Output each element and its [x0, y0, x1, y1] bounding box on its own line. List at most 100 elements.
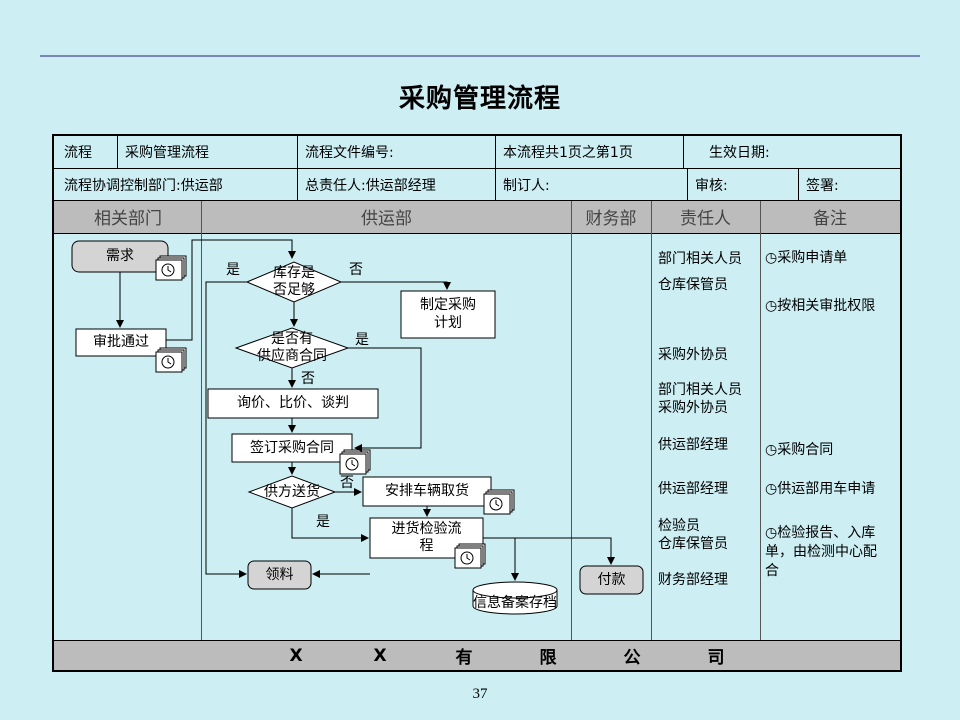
note-4-text: 供运部用车申请	[777, 481, 876, 497]
clock-icon: ◷	[765, 525, 778, 541]
inspect-label-1: 进货检验流	[391, 521, 462, 537]
column-header-divider	[52, 233, 902, 234]
contract-yes-label: 是	[355, 332, 369, 348]
note-2: ◷按相关审批权限	[765, 297, 875, 315]
col-sep-4	[760, 201, 761, 641]
page-title: 采购管理流程	[398, 84, 561, 114]
vehicle-node	[362, 476, 492, 507]
header-owner: 总责任人:供运部经理	[305, 177, 436, 194]
header-bottom-divider	[52, 200, 902, 201]
resp-7: 供运部经理	[658, 481, 728, 497]
contract-label-1: 是否有	[271, 331, 313, 347]
note-2-text: 按相关审批权限	[777, 298, 876, 314]
column-related-dept: 相关部门	[94, 209, 162, 229]
inquiry-node	[207, 388, 379, 419]
plan-label-1: 制定采购	[420, 297, 476, 313]
resp-8: 检验员	[658, 518, 700, 534]
column-finance-dept: 财务部	[585, 209, 637, 229]
header-coord-dept: 流程协调控制部门:供运部	[64, 177, 223, 194]
note-5: ◷检验报告、入库	[765, 524, 875, 542]
resp-1: 部门相关人员	[658, 251, 742, 267]
column-supply-dept: 供运部	[361, 209, 412, 229]
delivery-label: 供方送货	[264, 484, 320, 500]
payment-node	[579, 565, 644, 595]
note-4: ◷供运部用车申请	[765, 480, 875, 498]
note-3-text: 采购合同	[777, 442, 834, 458]
header-reviewer: 审核:	[695, 177, 728, 194]
resp-3: 采购外协员	[658, 347, 728, 363]
resp-5: 采购外协员	[658, 400, 728, 416]
stock-label-2: 否足够	[273, 282, 315, 298]
column-header-band	[54, 201, 900, 233]
vehicle-label: 安排车辆取货	[385, 483, 469, 499]
clock-icon: ◷	[765, 442, 778, 458]
resp-6: 供运部经理	[658, 437, 728, 453]
delivery-yes-label: 是	[316, 514, 330, 530]
col-sep-2	[571, 201, 572, 641]
note-6: 单，由检测中心配	[765, 544, 877, 560]
receive-node	[247, 560, 312, 590]
header-file-number: 流程文件编号:	[305, 145, 394, 161]
sign-node	[231, 433, 353, 463]
header-signer: 签署:	[806, 177, 839, 194]
header-process-label: 流程	[64, 145, 92, 161]
note-1: ◷采购申请单	[765, 249, 847, 267]
stock-no-label: 否	[349, 262, 363, 278]
resp-2: 仓库保管员	[658, 277, 728, 293]
sign-label: 签订采购合同	[250, 440, 334, 456]
footer-char-6: 司	[707, 648, 725, 668]
approve-label: 审批通过	[93, 334, 149, 350]
approve-doc-icon	[155, 347, 187, 373]
note-3: ◷采购合同	[765, 441, 833, 459]
footer-char-3: 有	[455, 648, 473, 668]
contract-no-label: 否	[301, 371, 315, 387]
stock-label-1: 库存是	[273, 265, 315, 281]
clock-icon: ◷	[765, 481, 778, 497]
resp-9: 仓库保管员	[658, 536, 728, 552]
note-1-text: 采购申请单	[777, 250, 848, 266]
footer-company: X X 有 限 公 司	[54, 641, 900, 670]
note-5-text: 检验报告、入库	[777, 525, 876, 541]
delivery-no-label: 否	[340, 475, 354, 491]
row1-divider-2	[297, 134, 298, 201]
header-row-divider	[52, 168, 902, 169]
receive-label: 领料	[265, 567, 294, 583]
demand-label: 需求	[106, 248, 134, 264]
inquiry-label: 询价、比价、谈判	[237, 395, 349, 411]
archive-label: 信息备案存档	[473, 595, 557, 611]
footer-char-5: 公	[623, 648, 641, 668]
header-drafter: 制订人:	[503, 177, 550, 194]
col-sep-1	[201, 201, 202, 641]
row2-divider-4	[687, 168, 688, 201]
row1-divider-1	[117, 134, 118, 168]
note-7: 合	[765, 563, 779, 579]
row2-divider-5	[798, 168, 799, 201]
header-process-name: 采购管理流程	[125, 145, 209, 161]
row1-divider-3	[495, 134, 496, 201]
clock-icon: ◷	[765, 250, 778, 266]
header-effective-date: 生效日期:	[709, 145, 770, 161]
column-responsible: 责任人	[680, 209, 731, 229]
process-table	[52, 134, 902, 672]
col-sep-3	[651, 201, 652, 641]
footer-divider	[52, 640, 902, 641]
plan-node	[400, 290, 496, 339]
plan-label-2: 计划	[434, 315, 462, 331]
column-notes: 备注	[813, 209, 847, 229]
header-page-info: 本流程共1页之第1页	[503, 145, 633, 161]
page-number: 37	[472, 686, 488, 702]
footer-char-1: X	[289, 645, 303, 666]
clock-icon: ◷	[765, 298, 778, 314]
approve-node	[75, 328, 167, 357]
top-divider	[40, 55, 920, 57]
payment-label: 付款	[597, 572, 626, 588]
inspect-label-2: 程	[419, 538, 434, 554]
stock-yes-label: 是	[226, 262, 240, 278]
footer-char-4: 限	[539, 648, 557, 668]
footer-char-2: X	[373, 645, 387, 666]
resp-4: 部门相关人员	[658, 382, 742, 398]
resp-10: 财务部经理	[658, 572, 728, 588]
row1-divider-4	[683, 134, 684, 168]
contract-label-2: 供应商合同	[257, 348, 327, 364]
